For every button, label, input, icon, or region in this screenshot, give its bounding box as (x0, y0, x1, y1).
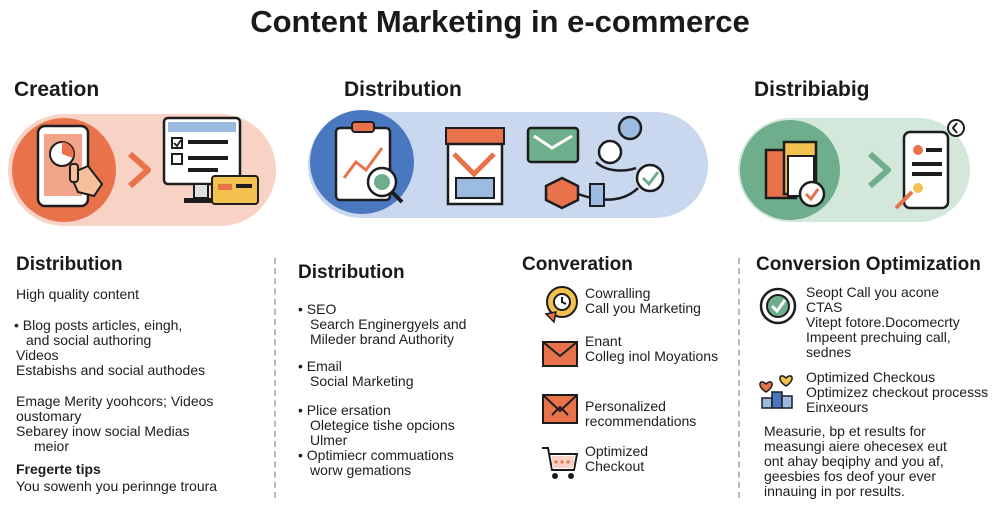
checkmark-target-icon (759, 287, 797, 325)
col4-block3-line: innauing in por results. (764, 483, 905, 499)
storefront-icon (445, 127, 505, 206)
col2-heading: Distribution (298, 262, 405, 283)
col4-block2-line: Optimizez checkout processs (806, 384, 989, 400)
col1-line: • Blog posts articles, eingh, (14, 317, 183, 333)
gift-envelope-icon (542, 394, 578, 424)
col4-block3-line: geesbies fos deof your ever (764, 468, 936, 484)
column-divider-1 (274, 258, 276, 498)
conversion-item-line: recommendations (585, 413, 697, 429)
distribution-illustration (310, 110, 665, 214)
col4-block3-line: measungi aiere ohecesex eut (764, 438, 947, 454)
envelope-icon (542, 341, 578, 367)
stage-label-third: Distribiabig (754, 78, 870, 101)
col4-heading: Conversion Optimization (756, 254, 981, 275)
conversion-item-line: Optimized (585, 443, 649, 459)
col2-line: worw gemations (310, 462, 412, 478)
conversion-item-line: Checkout (585, 458, 645, 474)
col4-block3-line: Measurie, bp et results for (764, 423, 926, 439)
conversion-item-line: Colleg inol Moyations (585, 348, 719, 364)
col4-block1-line: CTAS (806, 299, 843, 315)
col1-line: You sowenh you perinnge troura (16, 478, 218, 494)
conversion-item-line: Personalized (585, 398, 666, 414)
page-title: Content Marketing in e-commerce (250, 4, 750, 39)
conversion-item-line: Enant (585, 333, 622, 349)
col2-line: Oletegice tishe opcions (310, 417, 455, 433)
monitor-form-icon (162, 116, 259, 205)
col4-block1-line: Seopt Call you acone (806, 284, 940, 300)
stage-label-creation: Creation (14, 78, 100, 101)
conversion-illustration (740, 119, 965, 220)
arrow-right-icon-2 (868, 151, 891, 189)
col4-block1-line: sednes (806, 344, 852, 360)
col1-line: meior (34, 438, 70, 454)
stage-label-distribution: Distribution (344, 78, 462, 101)
arrow-right-icon (128, 151, 151, 189)
conversion-item: Personalized recommendations (540, 387, 740, 429)
col2-line: Ulmer (310, 432, 348, 448)
creation-illustration (12, 116, 259, 222)
col2-line: Social Marketing (310, 373, 414, 389)
col1-line: Fregerte tips (16, 461, 101, 477)
network-flow-icon (526, 115, 665, 210)
clock-badge-icon (544, 286, 578, 324)
col2-line: Mileder brand Authority (310, 331, 454, 347)
hearts-podium-icon (759, 375, 793, 409)
phone-checklist-icon (894, 119, 965, 210)
shopping-bags-icon (764, 140, 826, 208)
shopping-cart-icon (542, 447, 579, 479)
col4-block3-line: ont ahay beqiphy and you af, (764, 453, 944, 469)
col2-line: • Email (298, 358, 342, 374)
col2-line: Search Enginergyels and (310, 316, 467, 332)
col2-line: • Optimiecr commuations (298, 447, 454, 463)
col1-line: High quality content (16, 286, 139, 302)
col4-block2-line: Optimized Checkous (806, 369, 936, 385)
conversion-item: Optimized Checkout (540, 442, 740, 482)
col4-block1-line: Vitept fotore.Docomecrty (806, 314, 960, 330)
col4-block2-line: Einxeours (806, 399, 869, 415)
col1-line: Estabishs and social authodes (16, 362, 206, 378)
conversion-item: Cowralling Call you Marketing (540, 284, 740, 324)
col1-line: Videos (16, 347, 59, 363)
conversion-item-line: Call you Marketing (585, 300, 701, 316)
column-divider-2 (738, 258, 740, 498)
col2-line: • SEO (298, 301, 337, 317)
conversion-item: Enant Colleg inol Moyations (540, 332, 740, 372)
col4-block1-line: Impeent prechuing call, (806, 329, 951, 345)
col1-line: oustomary (16, 408, 82, 424)
clipboard-chart-icon (334, 121, 404, 204)
conversion-item-line: Cowralling (585, 285, 651, 301)
col1-line: and social authoring (26, 332, 152, 348)
col1-line: Emage Merity yoohcors; Videos (16, 393, 214, 409)
col2-line: • Plice ersation (298, 402, 391, 418)
col3-heading: Converation (522, 254, 633, 275)
col1-heading: Distribution (16, 254, 123, 275)
tablet-touch-icon (36, 124, 104, 208)
col1-line: Sebarey inow social Medias (16, 423, 190, 439)
